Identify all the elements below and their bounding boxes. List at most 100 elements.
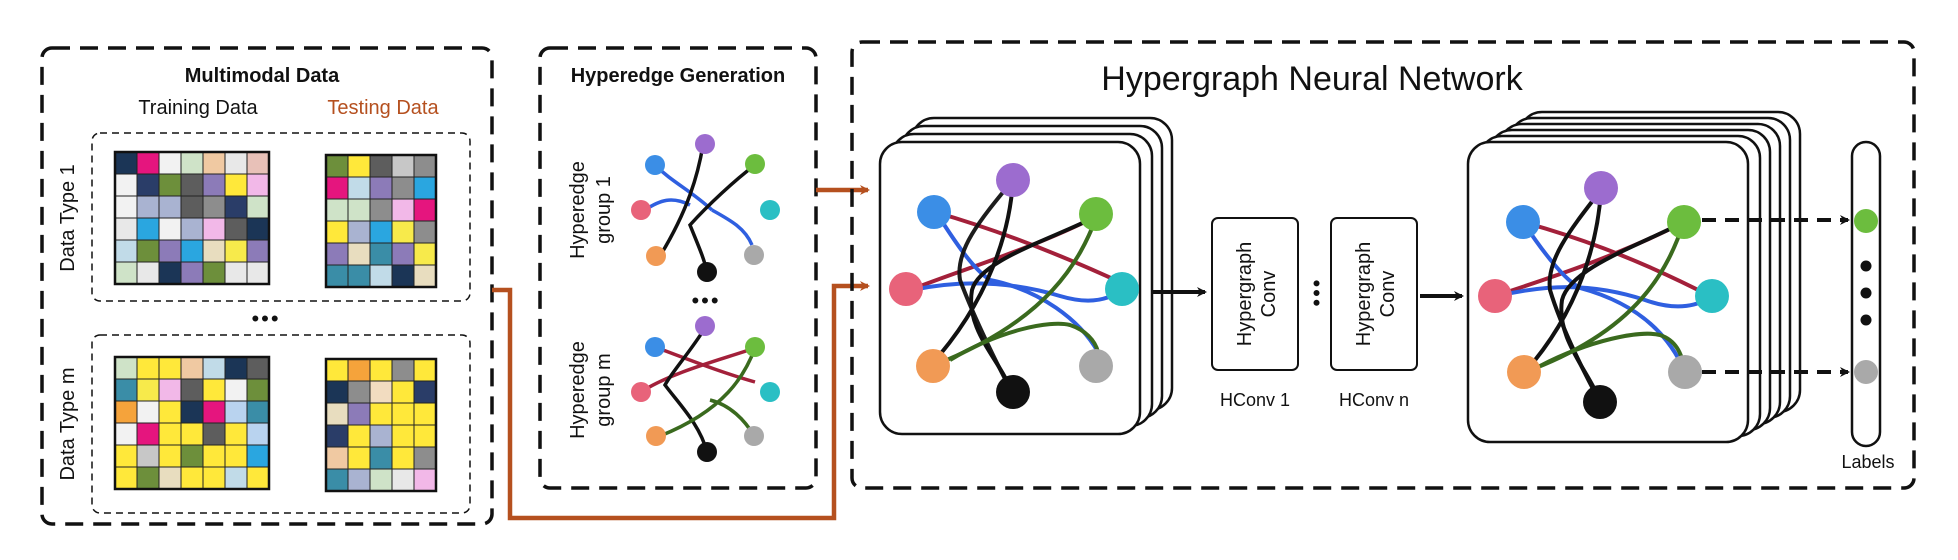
grid-cell (180, 261, 204, 285)
node-pink (631, 200, 651, 220)
grid-cell (136, 239, 160, 263)
hyperedge-group-1-graph (631, 134, 780, 282)
grid-cell (136, 173, 160, 197)
grid-cell (114, 173, 138, 197)
grid-cell (325, 176, 349, 200)
grid-cell (224, 378, 248, 402)
grid-cell (136, 422, 160, 446)
grid-cell (325, 220, 349, 244)
grid-cell (347, 264, 371, 288)
testing-grid-type-m (324, 357, 438, 493)
label-node-gray (1854, 360, 1878, 384)
hconv-n-block-line2: Conv (1377, 271, 1399, 318)
label-node-green (1854, 209, 1878, 233)
node-gray (1079, 349, 1113, 383)
grid-cell (158, 444, 182, 468)
grid-cell (114, 356, 138, 380)
data-type-ellipsis: ••• (251, 306, 280, 331)
node-orange (646, 246, 666, 266)
grid-cell (369, 424, 393, 448)
output-hypergraph-stack (1466, 110, 1802, 444)
grid-cell (325, 446, 349, 470)
grid-cell (391, 402, 415, 426)
grid-cell (158, 261, 182, 285)
grid-cell (158, 217, 182, 241)
grid-cell (246, 378, 270, 402)
grid-cell (180, 422, 204, 446)
grid-cell (202, 195, 226, 219)
grid-cell (202, 422, 226, 446)
grid-cell (246, 400, 270, 424)
hconv-1-block: Hypergraph Conv HConv 1 (1211, 217, 1299, 410)
grid-cell (347, 176, 371, 200)
grid-cell (202, 261, 226, 285)
grid-cell (180, 151, 204, 175)
node-black (697, 442, 717, 462)
hyperedge-group-m-label-line2: group m (593, 353, 615, 426)
grid-cell (413, 264, 437, 288)
hconv-n-block-line1: Hypergraph (1353, 242, 1375, 347)
grid-cell (224, 173, 248, 197)
grid-cell (224, 400, 248, 424)
hgnn-title: Hypergraph Neural Network (1101, 60, 1523, 98)
node-teal (1695, 279, 1729, 313)
grid-cell (114, 466, 138, 490)
grid-cell (369, 198, 393, 222)
grid-cell (325, 468, 349, 492)
grid-cell (413, 242, 437, 266)
node-purple (695, 316, 715, 336)
grid-border (113, 355, 271, 491)
grid-cell (347, 446, 371, 470)
grid-cell (325, 380, 349, 404)
grid-cell (347, 358, 371, 382)
hyperedge-generation-panel: Hyperedge Generation Hyperedge group 1 H… (538, 46, 818, 490)
node-gray (744, 245, 764, 265)
grid-cell (114, 400, 138, 424)
hgnn-panel: Hypergraph Neural Network (850, 40, 1916, 490)
grid-cell (114, 444, 138, 468)
label-arrows (1702, 215, 1850, 377)
grid-cell (180, 444, 204, 468)
grid-cell (369, 154, 393, 178)
training-grid-type-m (113, 355, 271, 491)
node-pink (889, 272, 923, 306)
grid-cell (391, 264, 415, 288)
hyperedge-group-1-label-line1: Hyperedge (567, 161, 589, 259)
grid-cell (158, 239, 182, 263)
grid-cell (246, 151, 270, 175)
grid-cell (369, 380, 393, 404)
grid-cell (325, 154, 349, 178)
grid-cell (224, 444, 248, 468)
node-teal (760, 200, 780, 220)
grid-cell (136, 444, 160, 468)
data-type-1-label: Data Type 1 (57, 164, 79, 271)
grid-cell (246, 356, 270, 380)
grid-cell (325, 198, 349, 222)
grid-cell (158, 422, 182, 446)
grid-cell (202, 217, 226, 241)
grid-cell (114, 195, 138, 219)
hconv-n-label: HConv n (1339, 390, 1409, 410)
node-orange (916, 349, 950, 383)
grid-cell (224, 195, 248, 219)
grid-cell (325, 264, 349, 288)
grid-cell (325, 402, 349, 426)
grid-cell (413, 468, 437, 492)
node-black (697, 262, 717, 282)
grid-cell (391, 154, 415, 178)
hyperedge-group-1-label-line2: group 1 (593, 176, 615, 244)
hyperedge-group-m-graph (631, 316, 780, 462)
grid-cell (202, 239, 226, 263)
grid-cell (369, 242, 393, 266)
node-purple (1584, 171, 1618, 205)
grid-cell (246, 173, 270, 197)
grid-cell (246, 261, 270, 285)
grid-cell (136, 356, 160, 380)
grid-cell (246, 217, 270, 241)
input-hypergraph (889, 163, 1139, 409)
grid-cell (413, 380, 437, 404)
grid-cell (347, 402, 371, 426)
grid-cell (347, 198, 371, 222)
node-orange (646, 426, 666, 446)
grid-cell (413, 358, 437, 382)
